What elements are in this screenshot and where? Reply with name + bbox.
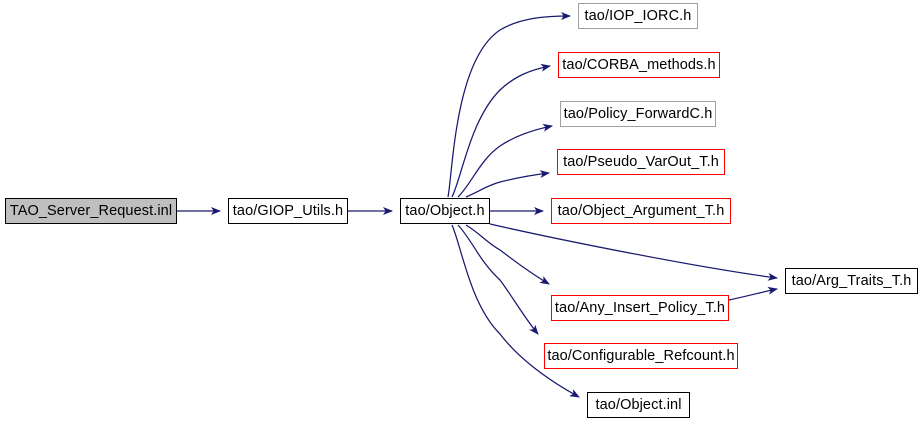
edge-object_h-to-arg_traits_t_h bbox=[489, 223, 778, 281]
node-giop-utils-h[interactable]: tao/GIOP_Utils.h bbox=[228, 198, 348, 224]
node-any-insert-policy-t-h[interactable]: tao/Any_Insert_Policy_T.h bbox=[551, 295, 729, 321]
node-pseudo-varout-t-h[interactable]: tao/Pseudo_VarOut_T.h bbox=[557, 149, 725, 175]
node-object-h[interactable]: tao/Object.h bbox=[400, 198, 490, 224]
edge-object_h-to-any_insert_policy_t_h bbox=[465, 224, 550, 285]
node-arg-traits-t-h[interactable]: tao/Arg_Traits_T.h bbox=[785, 268, 918, 294]
edge-object_h-to-iop_iorc_h bbox=[447, 12, 571, 198]
edge-object_h-to-policy_forwardc_h bbox=[457, 123, 553, 198]
node-policy-forwardc-h[interactable]: tao/Policy_ForwardC.h bbox=[560, 101, 716, 127]
node-object-inl[interactable]: tao/Object.inl bbox=[587, 392, 690, 418]
node-configurable-refcount-h[interactable]: tao/Configurable_Refcount.h bbox=[544, 343, 738, 369]
edge-object_h-to-configurable_refcount_h bbox=[457, 224, 539, 335]
edge-any_insert_policy_t_h-to-arg_traits_t_h bbox=[728, 286, 778, 301]
node-tao-server-request-inl[interactable]: TAO_Server_Request.inl bbox=[5, 198, 177, 224]
node-iop-iorc-h[interactable]: tao/IOP_IORC.h bbox=[578, 3, 698, 29]
edge-object_h-to-corba_methods_h bbox=[451, 63, 551, 198]
node-corba-methods-h[interactable]: tao/CORBA_methods.h bbox=[558, 52, 720, 78]
node-object-argument-t-h[interactable]: tao/Object_Argument_T.h bbox=[551, 198, 731, 224]
edge-object_h-to-pseudo_varout_t_h bbox=[465, 170, 550, 198]
